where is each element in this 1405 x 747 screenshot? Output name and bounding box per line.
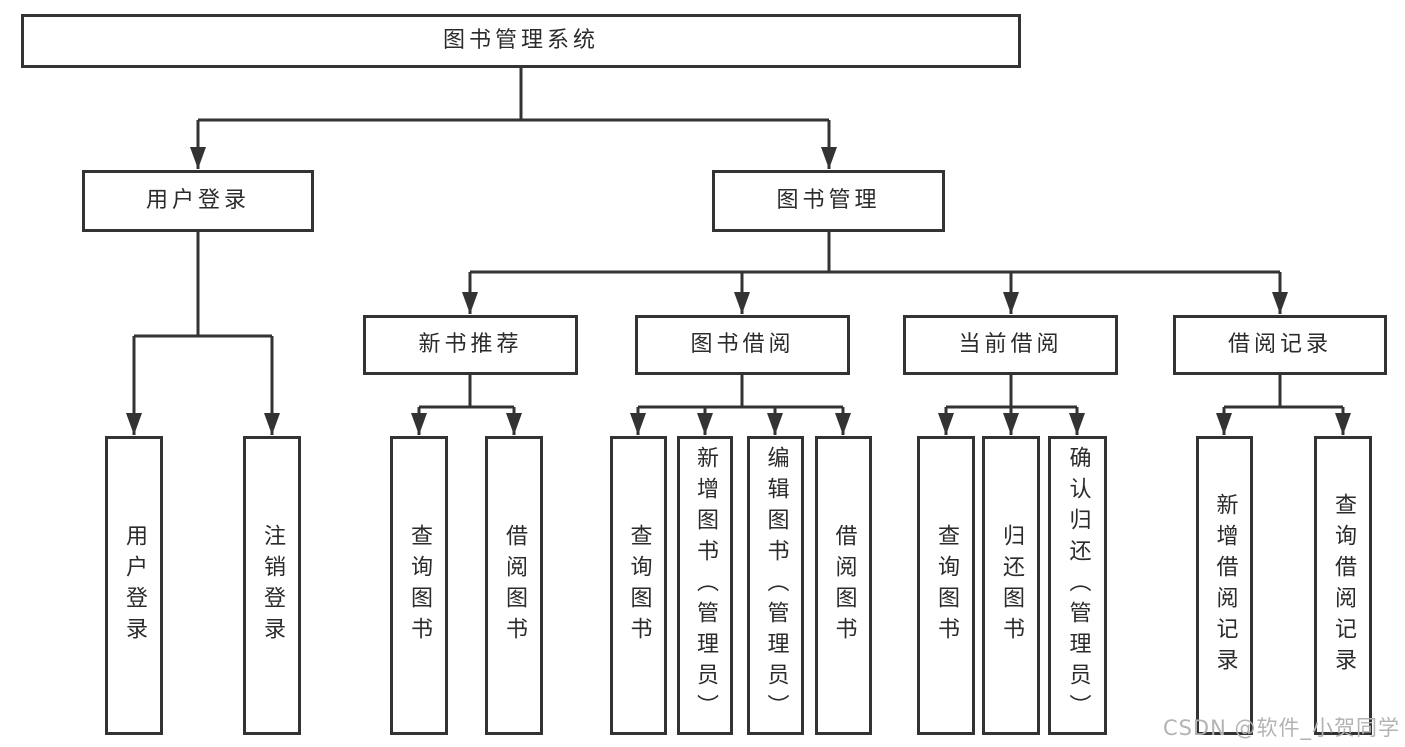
leaf-user-login: 用户登录	[105, 436, 163, 735]
leaf-logout: 注销登录	[243, 436, 301, 735]
leaf-query-books-current: 查询图书	[917, 436, 975, 735]
leaf-query-books-borrow: 查询图书	[610, 436, 667, 735]
node-book-management: 图书管理	[712, 170, 945, 232]
node-current-borrowing: 当前借阅	[903, 315, 1118, 375]
leaf-add-borrow-record: 新增借阅记录	[1196, 436, 1253, 735]
leaf-query-books-recommend: 查询图书	[390, 436, 448, 735]
leaf-borrow-books: 借阅图书	[815, 436, 872, 735]
csdn-watermark: CSDN @软件_小贺同学	[1162, 716, 1400, 740]
leaf-return-books: 归还图书	[982, 436, 1040, 735]
node-new-book-recommendation: 新书推荐	[363, 315, 578, 375]
leaf-query-borrow-record: 查询借阅记录	[1314, 436, 1372, 735]
node-user-login: 用户登录	[82, 170, 314, 232]
leaf-borrow-books-recommend: 借阅图书	[485, 436, 543, 735]
node-book-management-system: 图书管理系统	[21, 14, 1021, 68]
node-borrowing-records: 借阅记录	[1173, 315, 1387, 375]
leaf-edit-books-admin: 编辑图书（管理员）	[747, 436, 804, 735]
leaf-confirm-return-admin: 确认归还（管理员）	[1048, 436, 1107, 735]
leaf-add-books-admin: 新增图书（管理员）	[677, 436, 733, 735]
node-book-borrowing: 图书借阅	[635, 315, 850, 375]
